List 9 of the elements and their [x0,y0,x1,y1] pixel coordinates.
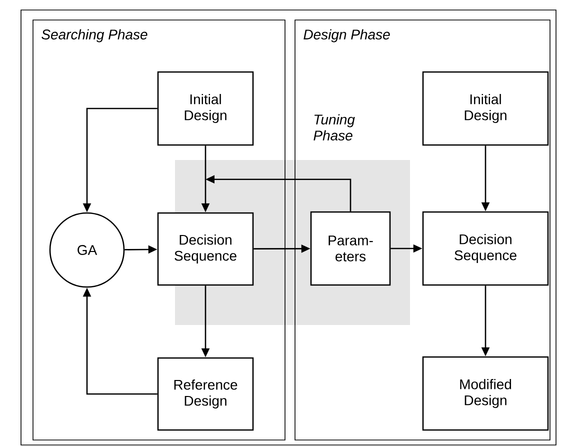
process-box: Decision Sequence [422,211,549,286]
circle-node: GA [49,212,125,288]
process-box: Param- eters [310,211,391,286]
process-box: Decision Sequence [157,212,254,286]
process-box: Modified Design [422,356,549,431]
process-box: Initial Design [157,71,254,146]
process-box: Reference Design [157,357,254,431]
process-box: Initial Design [422,71,549,146]
phase-label: Tuning Phase [314,114,355,140]
